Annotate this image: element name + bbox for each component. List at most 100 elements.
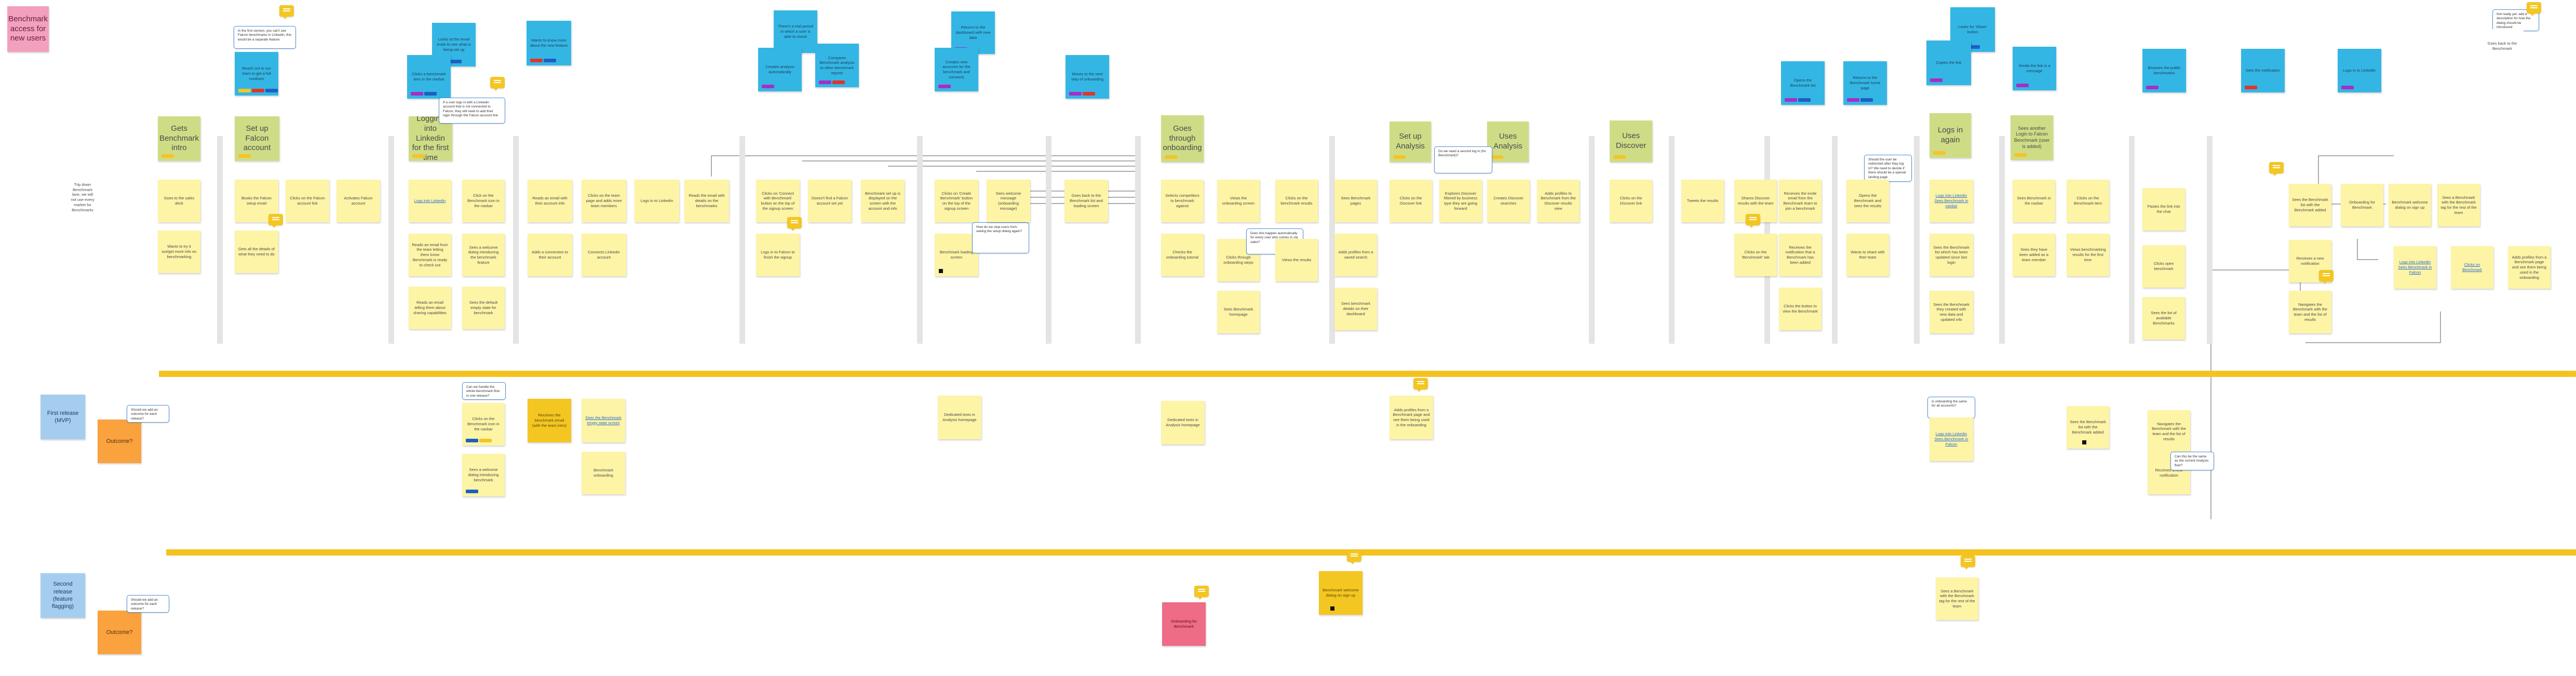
card-sr-1b[interactable]: Onboarding for Benchmark <box>1162 602 1206 646</box>
card-onb-7[interactable]: Views the onboarding screen <box>1217 180 1260 222</box>
comment-icon[interactable] <box>490 77 505 91</box>
comment-bubble[interactable]: Do we need a second log in (for Benchmar… <box>1434 146 1492 173</box>
card-fr-2[interactable]: Sees a welcome dialog introducing benchm… <box>462 454 505 496</box>
comment-icon[interactable] <box>279 5 294 19</box>
card-log-1[interactable]: Logs into Linkedin <box>409 180 451 222</box>
card-end-11[interactable]: Pastes the link into the chat <box>2142 188 2185 231</box>
card-dis-9[interactable]: Opens the Benchmark list <box>1781 61 1825 105</box>
card-onb-4[interactable]: Moves to the next step of onboarding <box>1066 55 1109 99</box>
card-end-8[interactable]: Sends the link in a message <box>2013 47 2056 90</box>
card-fr-9b[interactable]: Sees the Benchmark list with the Benchma… <box>2067 406 2109 449</box>
card-fr-1[interactable]: Clicks on the Benchmark icon in the navb… <box>462 403 505 445</box>
card-reach-out[interactable]: Wants to try it out/get more info on ben… <box>158 231 200 273</box>
card-sec-a1[interactable]: Reads an email with their account info <box>528 180 572 222</box>
card-log-6[interactable]: Sees the default empty state for benchma… <box>462 287 505 329</box>
card-ano-5[interactable]: Browses the public benchmarks <box>2142 49 2186 92</box>
card-dis-1[interactable]: Clicks on the Discover link <box>1390 180 1432 222</box>
card-dis-4[interactable]: Adds profiles to Benchmark from the Disc… <box>1537 180 1580 222</box>
card-ana-4[interactable]: Sees benchmark details on their dashboar… <box>1334 288 1377 330</box>
comment-icon[interactable] <box>1746 214 1760 228</box>
card-fr-11[interactable]: Navigates the Benchmark with the team an… <box>2289 291 2331 333</box>
card-ano-4[interactable]: Views benchmarking results for the first… <box>2067 234 2109 276</box>
card-setup-2[interactable]: Gets all the details of what they need t… <box>235 231 278 273</box>
card-onb-10[interactable]: Clicks on the benchmark results <box>1275 180 1318 222</box>
comment-bubble[interactable]: How do we stop users from seeing the set… <box>972 222 1029 253</box>
card-again-2[interactable]: Sees the Benchmark list which has been u… <box>1930 234 1973 276</box>
comment-icon[interactable] <box>2269 162 2284 176</box>
card-sec-a5[interactable]: Logs in to Linkedin <box>635 180 679 222</box>
card-end-12[interactable]: Clicks open benchmark <box>2142 245 2185 288</box>
comment-icon[interactable] <box>2527 2 2541 16</box>
card-sr-1[interactable]: Onboarding for Benchmark <box>2341 184 2383 226</box>
step-logging-in[interactable]: Logging into Linkedin for the first time <box>409 116 452 161</box>
card-setup-4[interactable]: Activates Falcon account <box>336 180 380 222</box>
card-sr-2[interactable]: Benchmark welcome dialog on sign up <box>2389 184 2431 226</box>
card-go-sales[interactable]: Goes to the sales deck <box>158 180 200 222</box>
card-dis-10[interactable]: Returns to the Benchmark home page <box>1843 61 1887 105</box>
card-sec-b1[interactable]: Wants to know more about the new feature <box>527 21 571 65</box>
card-sec-b3[interactable]: Reads the email with details on the benc… <box>684 180 729 222</box>
card-sr-2b[interactable]: Benchmark welcome dialog on sign up <box>1319 571 1363 615</box>
card-fr-dedicated[interactable]: Dedicated tests in Analysis homepage <box>1161 401 1205 444</box>
card-ano-3[interactable]: Clicks on the Benchmark item <box>2067 180 2109 222</box>
card-sr-3b[interactable]: Sees a Benchmark with the Benchmark tag … <box>1936 577 1978 620</box>
card-sec-b9[interactable]: Benchmark set up is displayed on the scr… <box>861 180 905 222</box>
comment-bubble[interactable]: In the first version, you can't see Falc… <box>234 26 296 49</box>
step-onboarding[interactable]: Goes through onboarding <box>1161 115 1204 162</box>
comment-icon[interactable] <box>1961 556 1975 570</box>
card-sec-a4[interactable]: Connects Linkedin account <box>582 234 626 276</box>
card-fr-9[interactable]: Sees the Benchmark list with the Benchma… <box>2289 184 2331 226</box>
card-onb-11[interactable]: Views the results <box>1275 239 1318 281</box>
link-text[interactable]: Logs into Linkedin <box>414 198 446 204</box>
step-another-login[interactable]: Sees another Login to Falcon Benchmark (… <box>2011 115 2053 160</box>
card-end-7[interactable]: Copies the link <box>1926 40 1971 85</box>
comment-icon[interactable] <box>268 214 283 228</box>
comment-icon[interactable] <box>1347 550 1361 564</box>
card-sr-3[interactable]: Sees a Benchmark with the Benchmark tag … <box>2437 184 2480 226</box>
comment-bubble[interactable]: Should we add an outcome for each releas… <box>127 595 169 613</box>
card-dis-3[interactable]: Creates Discover searches <box>1487 180 1530 222</box>
card-sec-b2[interactable]: There's a trial period in which a user i… <box>774 10 817 53</box>
card-sec-a3[interactable]: Clicks on the team page and adds more te… <box>582 180 626 222</box>
link-text[interactable]: Clicks on Benchmark <box>2462 262 2482 272</box>
card-talk-team[interactable]: Reach out to our team to get a full rund… <box>235 52 278 96</box>
step-uses-discover[interactable]: Uses Discover <box>1610 120 1652 162</box>
card-fr-4[interactable]: Sees the Benchmark empty state screen <box>582 399 625 442</box>
card-fr-6[interactable]: Clicks on 'Create Benchmark' button on t… <box>935 180 978 222</box>
comment-bubble[interactable]: If a user logs in with a Linkedin accoun… <box>439 98 505 124</box>
step-gets-benchmark[interactable]: Gets Benchmark intro <box>158 116 200 161</box>
comment-icon[interactable] <box>2319 270 2334 284</box>
step-setup-analysis[interactable]: Set up Analysis <box>1390 121 1431 162</box>
card-end-3[interactable]: Clicks the button to view the Benchmark <box>1779 288 1822 330</box>
card-ano-6[interactable]: Gets the notification <box>2241 49 2285 92</box>
card-fr-11b[interactable]: Navigates the Benchmark with the team an… <box>2148 410 2190 453</box>
step-setup-falcon[interactable]: Set up Falcon account <box>235 116 279 161</box>
outcome-card-first[interactable]: Outcome? <box>98 420 141 463</box>
card-end-1[interactable]: Receives the invite email from the Bench… <box>1779 180 1822 222</box>
card-ano-2[interactable]: Sees they have been added as a team memb… <box>2013 234 2055 276</box>
card-log-4[interactable]: Reads an email from the team letting the… <box>409 234 451 276</box>
card-sec-b4[interactable]: Clicks on 'Connect with Benchmark' butto… <box>756 180 800 222</box>
card-sec-b7[interactable]: Creates new accounts for the benchmark a… <box>935 48 978 91</box>
link-text[interactable]: Logs into Linkedin Sees Benchmark in nav… <box>1934 193 1968 208</box>
card-fr-link[interactable]: Clicks on Benchmark <box>2451 246 2493 289</box>
link-text[interactable]: Logs into Linkedin Sees Benchmark in Fal… <box>2398 260 2432 275</box>
comment-bubble[interactable]: Should the user be redirected after they… <box>1864 155 1912 182</box>
card-sec-b8[interactable]: Doesn't find a Falcon account set yet <box>808 180 852 222</box>
comment-bubble[interactable]: Should we add an outcome for each releas… <box>127 405 169 423</box>
comment-icon[interactable] <box>1194 586 1209 600</box>
card-sec-b5[interactable]: Logs in to Falcon to finish the signup <box>756 234 800 276</box>
card-log-2[interactable]: Click on the Benchmark icon in the navba… <box>462 180 505 222</box>
card-fr-3[interactable]: Receives the benchmark email (with the t… <box>528 399 571 442</box>
comment-icon[interactable] <box>1413 378 1428 392</box>
card-ana-1[interactable]: Adds profiles from a saved search <box>1334 234 1377 276</box>
card-log-3[interactable]: Sees a welcome dialog introducing the be… <box>462 234 505 276</box>
card-ana-3[interactable]: Compares Benchmark analysis to other ben… <box>815 44 859 87</box>
card-ana-2[interactable]: Creates analysis automatically <box>758 48 802 91</box>
outcome-card-second[interactable]: Outcome? <box>98 611 141 654</box>
card-again-3[interactable]: Sees the Benchmark they created with new… <box>1930 291 1973 333</box>
card-onb-5[interactable]: Selects competitors to benchmark against <box>1161 180 1204 222</box>
card-log-8[interactable]: Clicks a benchmark item in the navbar <box>407 55 451 99</box>
card-end-5[interactable]: Wants to share with their team <box>1846 234 1889 276</box>
comment-bubble[interactable]: Is onboarding the same for all accounts? <box>1927 397 1975 418</box>
